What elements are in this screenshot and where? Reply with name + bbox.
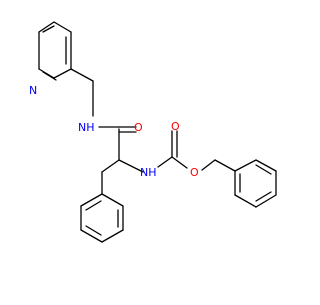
amide-oxygen-label: O [134, 121, 143, 134]
phenyl-ring-right [214, 159, 277, 208]
carbamate-ester-oxygen-label: O [190, 166, 199, 179]
bond [255, 159, 277, 172]
bond [171, 156, 188, 169]
bond [214, 159, 236, 172]
bond [101, 229, 124, 243]
bond [157, 156, 173, 168]
atom-labels: N NH O NH O O [29, 84, 199, 179]
bond [70, 68, 94, 82]
backbone [101, 128, 144, 195]
bond [53, 21, 72, 33]
bond [201, 159, 216, 171]
bond [234, 194, 257, 208]
molecule-diagram: N NH O NH O O [29, 21, 277, 243]
bond [255, 191, 272, 202]
pyridine-nitrogen-label: N [29, 84, 37, 97]
bond [53, 68, 72, 79]
bond [80, 229, 103, 243]
bond [101, 159, 120, 173]
amide-linker [70, 68, 137, 133]
bond [85, 200, 102, 211]
carbamate-nh-label: NH [140, 166, 157, 179]
carbamate-carbonyl-oxygen-label: O [171, 120, 180, 133]
pyridine-ring [38, 21, 72, 81]
bond [255, 194, 277, 208]
carbamate-group [157, 130, 216, 171]
bond [42, 25, 55, 33]
phenyl-ring-left [80, 193, 124, 243]
bond [80, 193, 103, 207]
bond [255, 164, 272, 175]
amide-nh-label: NH [78, 121, 95, 134]
bond [85, 225, 102, 236]
bond [118, 159, 144, 173]
bond [101, 193, 124, 207]
bond [42, 71, 57, 81]
bond [38, 21, 55, 33]
molecule-structure: N NH O NH O O [29, 21, 277, 243]
bond [234, 159, 257, 172]
